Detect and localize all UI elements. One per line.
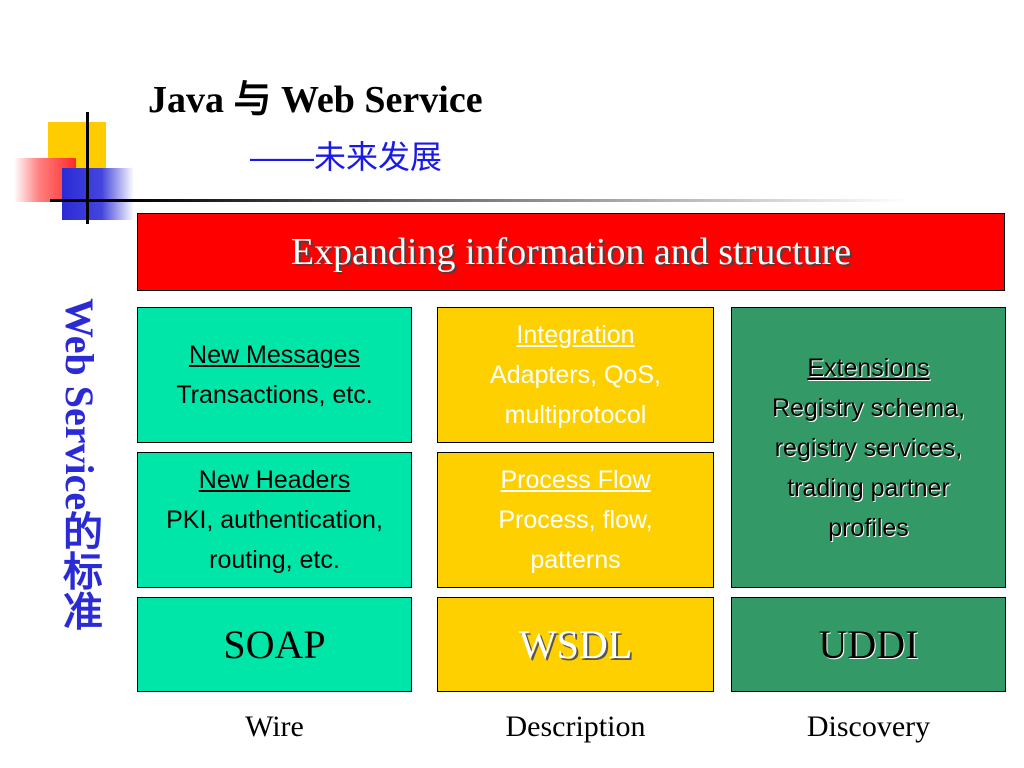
box-body-line: profiles (828, 513, 909, 542)
standard-label: WSDL (518, 621, 633, 667)
box-body-line: Registry schema, (771, 393, 966, 422)
process-flow-box: Process Flow Process, flow, patterns (437, 452, 714, 588)
box-body-line: multiprotocol (504, 401, 647, 429)
slide-subtitle: ——未来发展 (250, 139, 443, 175)
box-heading: Extensions (807, 353, 930, 382)
box-heading: New Headers (198, 466, 351, 494)
box-heading: Process Flow (500, 466, 651, 494)
box-body-line: Process, flow, (498, 506, 653, 534)
box-body-line: routing, etc. (209, 546, 340, 574)
title-underline-rule (130, 199, 910, 202)
box-body-line: patterns (530, 546, 621, 574)
uddi-box: UDDI (731, 597, 1006, 692)
new-messages-box: New Messages Transactions, etc. (137, 307, 412, 443)
box-body-line: trading partner (787, 473, 950, 502)
box-heading: New Messages (189, 341, 360, 369)
banner: Expanding information and structure (137, 213, 1005, 291)
decor-blue-bar (62, 168, 134, 220)
integration-box: Integration Adapters, QoS, multiprotocol (437, 307, 714, 443)
standard-label: SOAP (223, 621, 326, 667)
extensions-box: Extensions Registry schema, registry ser… (731, 307, 1006, 588)
box-heading: Integration (516, 321, 635, 349)
side-label: Web Service的标准 (57, 298, 102, 631)
decor-horizontal-line (50, 199, 130, 202)
description-label: Description (505, 710, 646, 743)
box-body-line: registry services, (774, 433, 963, 462)
wire-label: Wire (245, 710, 304, 743)
box-body-line: PKI, authentication, (166, 506, 383, 534)
box-body-line: Adapters, QoS, (490, 361, 661, 389)
banner-text: Expanding information and structure (290, 231, 852, 273)
box-body-line: Transactions, etc. (176, 381, 373, 409)
wsdl-box: WSDL (437, 597, 714, 692)
soap-box: SOAP (137, 597, 412, 692)
new-headers-box: New Headers PKI, authentication, routing… (137, 452, 412, 588)
decor-vertical-line (86, 112, 89, 224)
slide-title: Java 与 Web Service (148, 79, 483, 121)
standard-label: UDDI (818, 621, 919, 667)
discovery-label: Discovery (806, 710, 931, 743)
